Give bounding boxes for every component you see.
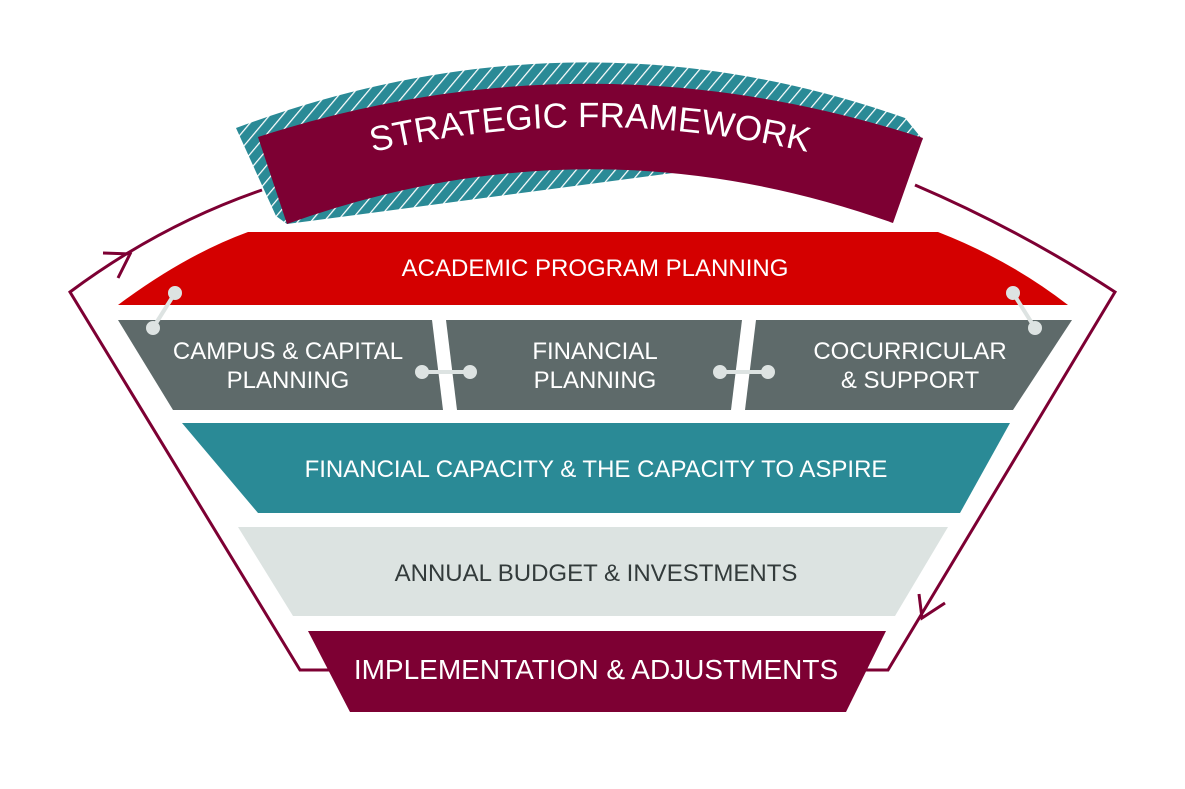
connector-right (1006, 286, 1042, 335)
connector-links (146, 286, 1042, 379)
financial-label-line2: PLANNING (534, 367, 657, 394)
financial-label-line1: FINANCIAL (532, 338, 657, 365)
campus-capital-planning-panel: CAMPUS & CAPITAL PLANNING (118, 320, 443, 410)
academic-program-planning-label: ACADEMIC PROGRAM PLANNING (402, 255, 789, 282)
implementation-band: IMPLEMENTATION & ADJUSTMENTS (308, 631, 886, 712)
strategic-framework-band: STRATEGIC FRAMEWORK (236, 62, 923, 224)
financial-planning-panel: FINANCIAL PLANNING (446, 320, 742, 410)
annual-budget-band: ANNUAL BUDGET & INVESTMENTS (238, 527, 948, 616)
arrow-up-right-icon (102, 251, 133, 279)
implementation-label: IMPLEMENTATION & ADJUSTMENTS (354, 654, 838, 685)
annual-budget-label: ANNUAL BUDGET & INVESTMENTS (395, 560, 798, 587)
cocurricular-label-line2: & SUPPORT (841, 367, 980, 394)
financial-capacity-band: FINANCIAL CAPACITY & THE CAPACITY TO ASP… (182, 423, 1010, 513)
academic-program-planning-band: ACADEMIC PROGRAM PLANNING (118, 232, 1068, 305)
connector-campus-financial (415, 365, 477, 379)
cocurricular-label-line1: COCURRICULAR (813, 338, 1006, 365)
arrow-down-left-icon (917, 593, 946, 621)
connector-financial-cocurricular (713, 365, 775, 379)
financial-capacity-label: FINANCIAL CAPACITY & THE CAPACITY TO ASP… (305, 456, 888, 483)
campus-label-line2: PLANNING (227, 367, 350, 394)
connector-left (146, 286, 182, 335)
cycle-loop-line (68, 183, 1118, 672)
cocurricular-support-panel: COCURRICULAR & SUPPORT (745, 320, 1072, 410)
campus-label-line1: CAMPUS & CAPITAL (173, 338, 403, 365)
